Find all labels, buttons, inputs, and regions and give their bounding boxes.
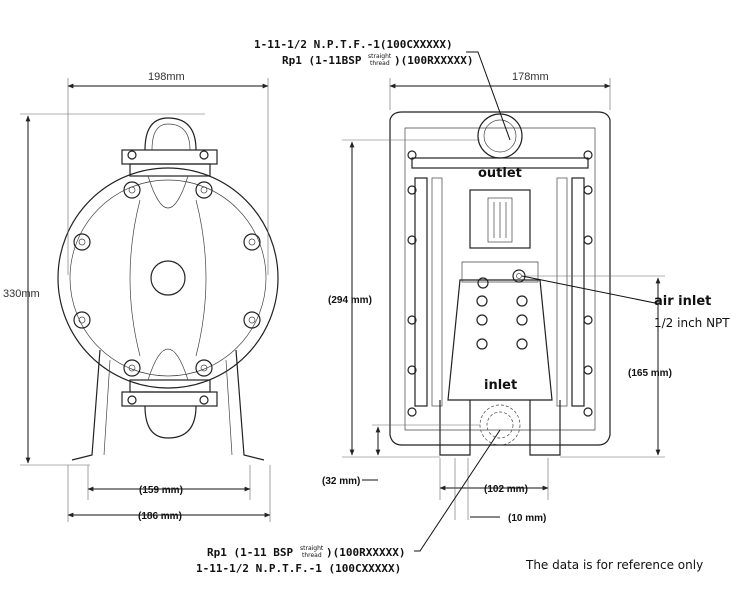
- dim-right-width: 178mm: [512, 71, 549, 83]
- air-inlet-size-label: 1/2 inch NPT: [654, 316, 730, 330]
- inlet-thread-sup-bottom: thread: [302, 552, 322, 559]
- side-view: [20, 78, 279, 522]
- outlet-thread-npt: 1-11-1/2 N.P.T.F.-1(100CXXXXX): [254, 38, 453, 51]
- inlet-thread-bsp-prefix: Rp1 (1-11 BSP: [207, 546, 293, 559]
- air-inlet-label: air inlet: [654, 294, 711, 309]
- inlet-thread-npt: 1-11-1/2 N.P.T.F.-1 (100CXXXXX): [196, 562, 401, 575]
- outlet-thread-sup-bottom: thread: [370, 60, 390, 67]
- dim-left-width: 198mm: [148, 71, 185, 83]
- nut-hex-icon: [407, 150, 593, 417]
- bolt-hex-icon: [73, 150, 261, 405]
- inlet-label: inlet: [484, 378, 517, 393]
- dim-inlet-height: (32 mm): [322, 476, 360, 487]
- outlet-thread-sup-top: straight: [368, 53, 392, 60]
- outlet-label: outlet: [478, 166, 522, 181]
- dim-left-base-inner: (159 mm): [139, 485, 183, 496]
- dim-foot-span: (102 mm): [484, 484, 528, 495]
- outlet-thread-bsp-prefix: Rp1 (1-11BSP: [282, 54, 362, 67]
- inlet-thread-sup-top: straight: [300, 545, 324, 552]
- front-view: [342, 78, 665, 520]
- inlet-thread-bsp-suffix: )(100RXXXXX): [326, 546, 405, 559]
- dim-right-height: (294 mm): [328, 295, 372, 306]
- dim-left-height: 330mm: [3, 288, 40, 300]
- dim-foot-width: (10 mm): [508, 513, 546, 524]
- outlet-thread-bsp-suffix: )(100RXXXXX): [394, 54, 473, 67]
- reference-note: The data is for reference only: [525, 558, 703, 572]
- dim-air-height: (165 mm): [628, 368, 672, 379]
- muffler-grid: [487, 197, 513, 243]
- dim-left-base-outer: (186 mm): [138, 511, 182, 522]
- callout-leaders: [414, 51, 656, 552]
